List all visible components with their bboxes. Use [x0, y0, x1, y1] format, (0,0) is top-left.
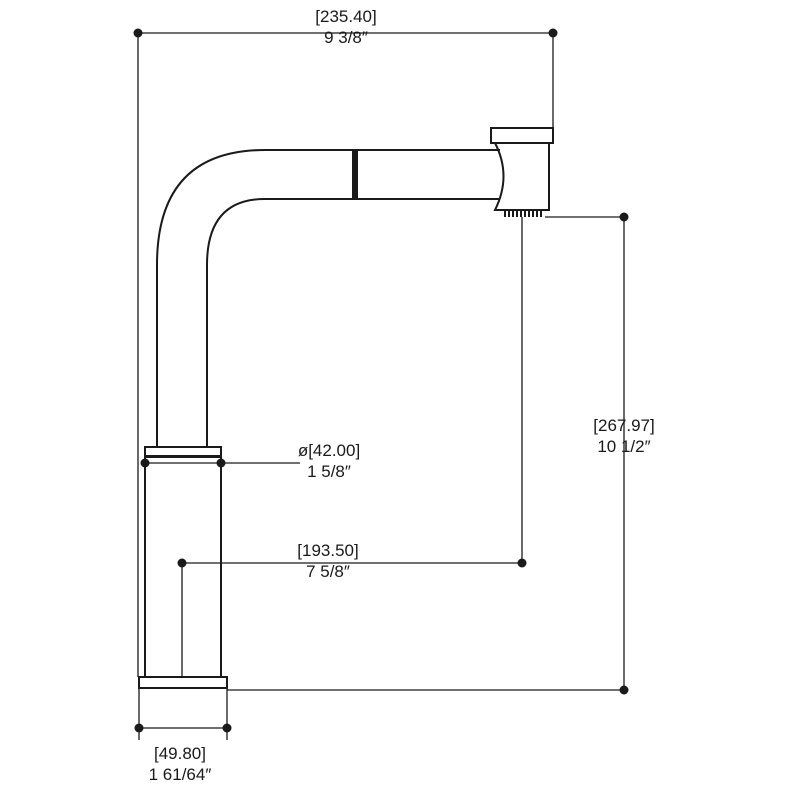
dimension-dot — [134, 723, 144, 733]
base-diameter-label: ø[42.00] 1 5/8″ — [259, 440, 399, 482]
dimension-lines — [137, 32, 625, 740]
spout-joint-band — [352, 149, 358, 200]
dimension-dot — [140, 458, 150, 468]
escutcheon-width-imperial: 1 61/64″ — [148, 765, 212, 784]
dimension-dot — [619, 685, 629, 695]
overall-width-label: [235.40] 9 3/8″ — [276, 6, 416, 48]
spout-reach-imperial: 7 5/8″ — [306, 562, 350, 581]
spray-head-cap — [490, 127, 554, 144]
faucet-outline — [138, 127, 554, 689]
dimension-dot — [133, 28, 143, 38]
dimension-dot — [177, 558, 187, 568]
overall-width-metric: [235.40] — [315, 7, 377, 26]
body-collar — [144, 446, 222, 458]
spout-height-metric: [267.97] — [593, 416, 655, 435]
dimension-dot — [619, 212, 629, 222]
dimension-dots — [133, 28, 629, 733]
spout-tube — [156, 149, 500, 447]
dimension-dot — [216, 458, 226, 468]
spray-head — [493, 142, 550, 211]
spout-height-label: [267.97] 10 1/2″ — [554, 415, 694, 457]
dimension-dot — [222, 723, 232, 733]
base-diameter-metric: ø[42.00] — [297, 441, 361, 460]
dimension-dot — [517, 558, 527, 568]
spout-reach-label: [193.50] 7 5/8″ — [258, 540, 398, 582]
base-diameter-imperial: 1 5/8″ — [307, 462, 351, 481]
escutcheon-plate — [138, 676, 228, 689]
spray-nozzle — [504, 210, 542, 217]
dimension-dot — [548, 28, 558, 38]
spout-height-imperial: 10 1/2″ — [597, 437, 651, 456]
spout-reach-metric: [193.50] — [297, 541, 359, 560]
escutcheon-width-metric: [49.80] — [154, 744, 206, 763]
overall-width-imperial: 9 3/8″ — [324, 28, 368, 47]
escutcheon-width-label: [49.80] 1 61/64″ — [110, 743, 250, 785]
